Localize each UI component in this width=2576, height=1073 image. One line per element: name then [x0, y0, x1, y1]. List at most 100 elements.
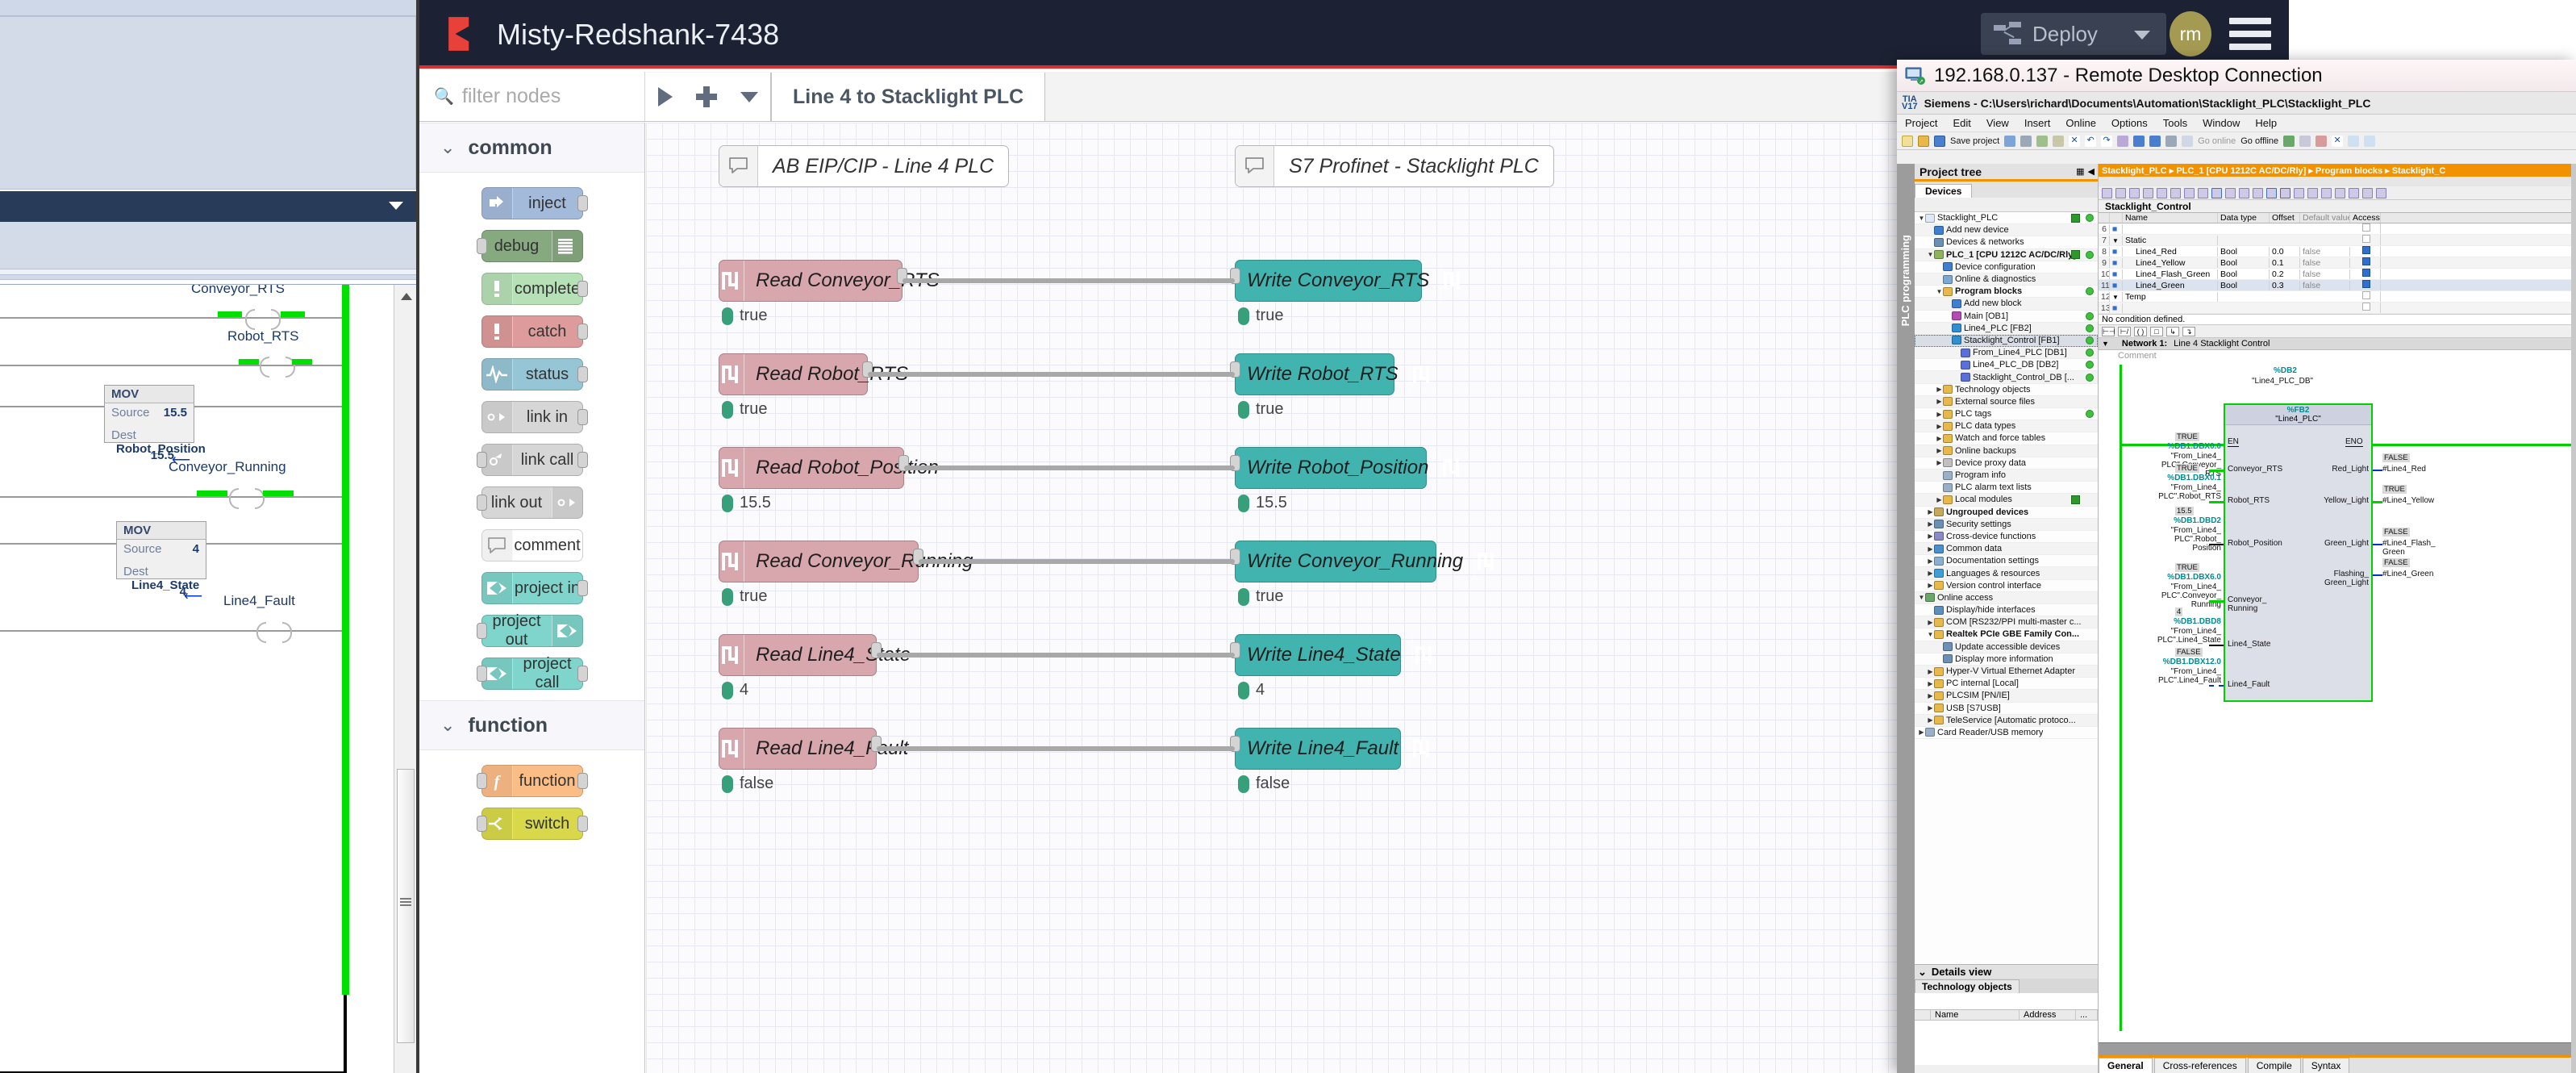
tree-item-watch-and-force-tables[interactable]: ▶Watch and force tables	[1915, 432, 2098, 445]
copy-icon[interactable]	[2036, 135, 2049, 147]
avatar[interactable]: rm	[2170, 11, 2211, 56]
empty-box-icon[interactable]: □	[2150, 326, 2163, 336]
flow-node-write-line4_state[interactable]: Write Line4_State	[1230, 634, 1432, 676]
close-view-icon[interactable]: ✕	[2332, 135, 2344, 147]
tree-expander[interactable]: ▶	[1936, 495, 1942, 503]
tree-item-pc-internal-local[interactable]: ▶PC internal [Local]	[1915, 678, 2098, 691]
tree-item-local-modules[interactable]: ▶Local modules	[1915, 494, 2098, 507]
tree-item-stacklight-plc[interactable]: ▼Stacklight_PLC	[1915, 212, 2098, 225]
tree-item-display-hide-interfaces[interactable]: Display/hide interfaces	[1915, 604, 2098, 617]
palette-node-debug[interactable]: debug	[476, 230, 583, 262]
variable-accessible-checkbox[interactable]	[2350, 303, 2381, 313]
output-port[interactable]	[577, 366, 588, 382]
block-editor-toolbar[interactable]	[2099, 186, 2576, 200]
input-port[interactable]	[476, 495, 487, 511]
expand-rows-icon[interactable]	[2225, 187, 2236, 198]
flow-wire[interactable]	[904, 466, 1235, 470]
tree-item-online-diagnostics[interactable]: Online & diagnostics	[1915, 273, 2098, 286]
tree-item-online-backups[interactable]: ▶Online backups	[1915, 445, 2098, 457]
output-port[interactable]	[577, 773, 588, 789]
normally-closed-contact-icon[interactable]: ⊢/⊣	[2118, 326, 2131, 344]
tab-line-4-to-stacklight-plc[interactable]: Line 4 to Stacklight PLC	[771, 73, 1046, 121]
tab-compile[interactable]: Compile	[2247, 1058, 2301, 1073]
tree-item-realtek-pcie-gbe-family-con[interactable]: ▼Realtek PCIe GBE Family Con...	[1915, 628, 2098, 641]
tree-expander[interactable]: ▶	[1919, 729, 1924, 737]
variable-data-type[interactable]: Bool	[2218, 269, 2270, 279]
tree-expander[interactable]: ▶	[1936, 459, 1942, 467]
split-vertical-icon[interactable]	[2364, 135, 2376, 147]
tree-item-external-source-files[interactable]: ▶External source files	[1915, 395, 2098, 408]
snapshot-icon[interactable]	[2184, 187, 2195, 198]
input-port[interactable]	[476, 452, 487, 468]
tree-item-com-rs232-ppi-multi-master-c[interactable]: ▶COM [RS232/PPI multi-master c...	[1915, 616, 2098, 629]
monitor-icon[interactable]	[2299, 135, 2311, 147]
variable-row[interactable]: 6■	[2099, 223, 2576, 235]
indent-icon[interactable]	[2376, 187, 2386, 198]
open-project-icon[interactable]	[1918, 135, 1929, 147]
network-comment[interactable]: Comment	[2099, 350, 2576, 361]
variable-row[interactable]: 12▼Temp	[2099, 291, 2576, 303]
chevron-down-icon[interactable]	[389, 202, 403, 210]
palette-node-comment[interactable]: comment	[481, 529, 583, 562]
network-header[interactable]: ▼ Network 1: Line 4 Stacklight Control	[2099, 338, 2576, 350]
menu-item-options[interactable]: Options	[2111, 117, 2148, 129]
tree-expander[interactable]: ▶	[1928, 618, 1933, 626]
tree-expander[interactable]: ▼	[1936, 287, 1943, 295]
go-offline-button[interactable]: Go offline	[2240, 136, 2279, 146]
tia-menubar[interactable]: Project Edit View Insert Online Options …	[1897, 115, 2576, 132]
menu-item-edit[interactable]: Edit	[1953, 117, 1971, 129]
coil-icon[interactable]	[260, 357, 295, 378]
panel-columns-icon[interactable]: ▦	[2076, 167, 2085, 177]
input-port[interactable]	[476, 773, 487, 789]
variable-name[interactable]: Line4_Yellow	[2123, 257, 2218, 268]
tree-item-usb-s7usb[interactable]: ▶USB [S7USB]	[1915, 703, 2098, 715]
flow-wire[interactable]	[877, 746, 1235, 751]
details-view-tabs[interactable]: Technology objects	[1915, 979, 2098, 993]
start-simulation-icon[interactable]	[2165, 135, 2178, 147]
deploy-button[interactable]: Deploy	[1981, 13, 2166, 55]
tree-item-stacklight-control-db[interactable]: Stacklight_Control_DB [...	[1915, 371, 2098, 384]
tree-item-line4-plc-fb2[interactable]: Line4_PLC [FB2]	[1915, 322, 2098, 335]
palette-node-link-out[interactable]: link out	[476, 486, 583, 519]
output-port[interactable]	[577, 324, 588, 340]
snapshot-apply-icon[interactable]	[2198, 187, 2208, 198]
upload-icon[interactable]	[2149, 135, 2161, 147]
tree-expander[interactable]: ▶	[1928, 667, 1933, 675]
tree-expander[interactable]: ▶	[1928, 532, 1933, 541]
tree-item-card-reader-usb-memory[interactable]: ▶Card Reader/USB memory	[1915, 727, 2098, 740]
mov-instruction[interactable]: MOV Source 15.5 Dest Robot_Position 15.5…	[104, 385, 206, 467]
align-icon[interactable]	[2170, 187, 2181, 198]
project-tree-toolbar[interactable]	[1915, 198, 2098, 212]
tree-item-online-access[interactable]: ▼Online access	[1915, 591, 2098, 604]
collapse-panel-icon[interactable]: ◀	[2087, 167, 2095, 177]
tree-item-stacklight-control-fb1[interactable]: Stacklight_Control [FB1]	[1915, 334, 2098, 348]
chevron-down-icon[interactable]	[740, 91, 759, 102]
redo-icon[interactable]: ↷	[2101, 135, 2113, 147]
variable-accessible-checkbox[interactable]	[2350, 223, 2381, 234]
variable-row[interactable]: 13■	[2099, 303, 2576, 314]
flow-wire[interactable]	[902, 278, 1235, 283]
ladder-scrollbar[interactable]	[394, 285, 416, 1073]
output-port[interactable]	[577, 195, 588, 211]
tree-expander[interactable]: ▶	[1928, 691, 1933, 699]
stop-monitor-icon[interactable]	[2315, 135, 2328, 147]
chevron-down-icon[interactable]: ⌄	[440, 137, 456, 157]
variable-name[interactable]: Line4_Green	[2123, 280, 2218, 290]
tree-item-program-info[interactable]: Program info	[1915, 469, 2098, 482]
palette-node-inject[interactable]: inject	[481, 187, 588, 219]
tree-item-add-new-block[interactable]: Add new block	[1915, 298, 2098, 311]
flow-node-read-robot_rts[interactable]: Read Robot_RTS	[719, 353, 908, 395]
flow-node-write-conveyor_rts[interactable]: Write Conveyor_RTS	[1230, 260, 1461, 302]
delete-row-icon[interactable]	[2115, 187, 2126, 198]
print-icon[interactable]	[2004, 135, 2016, 147]
tree-item-version-control-interface[interactable]: ▶Version control interface	[1915, 580, 2098, 592]
update-inconsistent-icon[interactable]	[2294, 187, 2304, 198]
variable-data-type[interactable]: Bool	[2218, 246, 2270, 257]
palette-node-project-out[interactable]: project out	[476, 612, 583, 649]
move-up-icon[interactable]	[2129, 187, 2140, 198]
output-port[interactable]	[577, 409, 588, 425]
palette-node-complete[interactable]: complete	[481, 273, 588, 305]
